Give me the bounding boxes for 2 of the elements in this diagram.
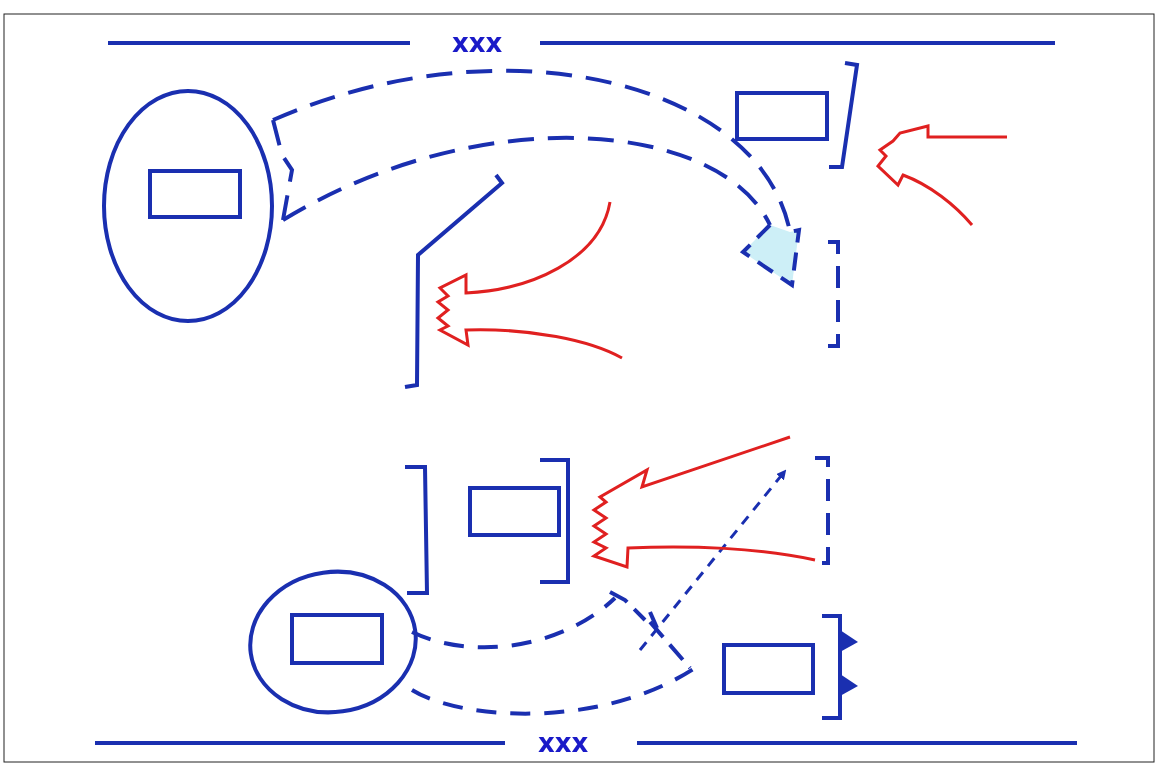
boundary-label: xxx [538, 730, 589, 756]
boundary-label: xxx [452, 30, 503, 56]
